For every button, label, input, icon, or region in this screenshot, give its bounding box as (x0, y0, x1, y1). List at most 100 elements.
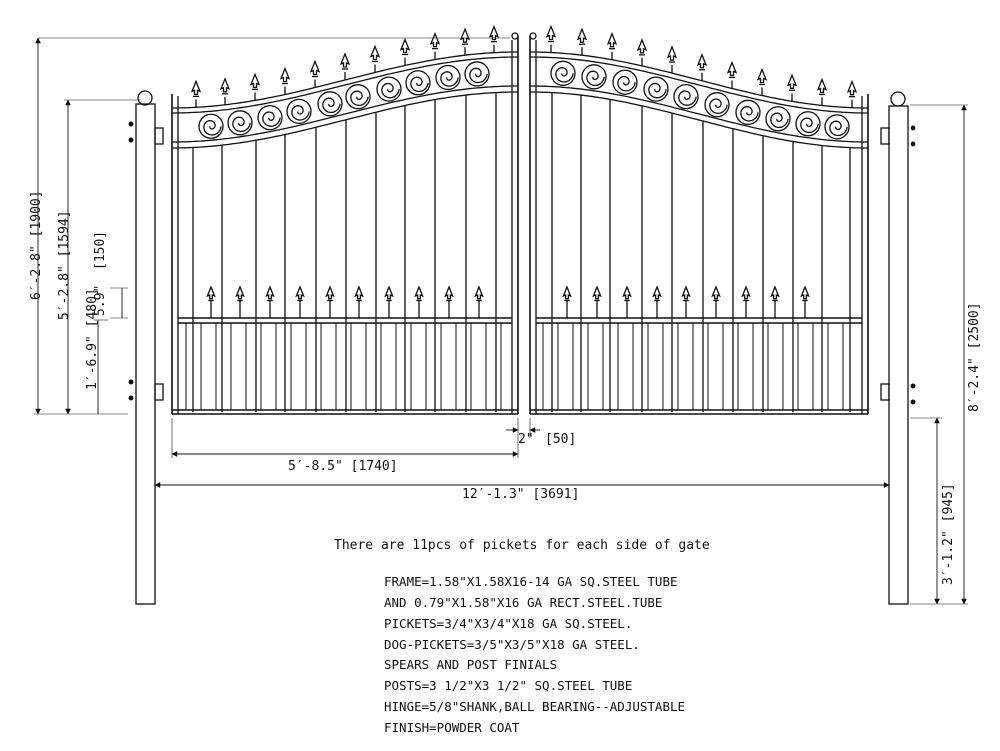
hinge-bolt (910, 399, 916, 405)
right-arch-rail (530, 51, 868, 109)
spec-line: DOG-PICKETS=3/5"X3/5"X18 GA STEEL. (384, 637, 640, 652)
dim-arrowhead (961, 104, 967, 111)
top-spear (488, 24, 500, 41)
dog-picket-spear (444, 285, 454, 300)
dog-picket-spear (741, 285, 751, 300)
hinge-bracket (880, 383, 890, 401)
top-spear (279, 66, 291, 83)
dim-arrowhead (65, 99, 71, 106)
dog-picket-spear (474, 285, 484, 300)
scroll-ring (345, 84, 371, 110)
dog-picket-spear (235, 285, 245, 300)
spec-line: AND 0.79"X1.58"X16 GA RECT.STEEL.TUBE (384, 595, 662, 610)
hinge-bolt (910, 141, 916, 147)
scroll-ring (612, 69, 638, 95)
dim-arrowhead (512, 451, 519, 457)
scroll-ring (376, 76, 402, 102)
dog-picket-spear (652, 285, 662, 300)
dim-overall-width: 12′-1.3" [3691] (462, 487, 579, 502)
scroll-ring (643, 76, 669, 102)
top-spear (399, 37, 411, 54)
dim-arrowhead (35, 408, 41, 415)
scroll-ring (581, 64, 607, 90)
hinge-bolt (128, 395, 134, 401)
spec-line: HINGE=5/8"SHANK,BALL BEARING--ADJUSTABLE (384, 699, 685, 714)
scroll-spiral (800, 117, 819, 134)
scroll-spiral (350, 90, 369, 107)
scroll-spiral (232, 116, 251, 133)
dim-overall-height: 6′-2.8" [1900] (29, 190, 44, 300)
scroll-spiral (262, 111, 281, 127)
dog-picket-spear (354, 285, 364, 300)
scroll-spiral (410, 76, 429, 93)
top-spear (726, 60, 738, 77)
dim-arrowhead (934, 417, 940, 424)
dim-gap-mm: [50] (545, 432, 576, 447)
scroll-spiral (203, 119, 222, 136)
right-arch-rail (530, 91, 868, 149)
scroll-ring (795, 111, 821, 137)
spec-line: SPEARS AND POST FINIALS (384, 657, 557, 672)
left-post-finial (137, 90, 153, 106)
dim-arrowhead (65, 408, 71, 415)
dog-picket-spear (384, 285, 394, 300)
left-arch-rail (172, 85, 518, 143)
scroll-ring (435, 64, 461, 91)
top-spear (429, 31, 441, 48)
scroll-spiral (381, 82, 400, 99)
picket-count-note: There are 11pcs of pickets for each side… (334, 538, 710, 553)
scroll-ring (704, 92, 730, 118)
top-spear (369, 44, 381, 61)
dim-leaf-width: 5′-8.5" [1740] (288, 459, 398, 474)
gate-artwork (34, 24, 968, 605)
spec-line: POSTS=3 1/2"X3 1/2" SQ.STEEL TUBE (384, 678, 632, 693)
top-spear (846, 79, 858, 96)
dog-picket-spear (295, 285, 305, 300)
scroll-ring (286, 98, 312, 125)
scroll-ring (464, 61, 490, 87)
dim-arrowhead (883, 482, 890, 488)
dog-picket-spear (681, 285, 691, 300)
scroll-spiral (770, 112, 789, 129)
top-spear (459, 27, 471, 43)
left-arch-rail (172, 51, 518, 109)
top-spear (606, 31, 618, 48)
left-post (135, 103, 156, 605)
scroll-spiral (740, 106, 759, 122)
dim-arrowhead (154, 482, 161, 488)
dim-gap: 2" (518, 432, 534, 447)
dim-arrowhead (934, 598, 940, 605)
dog-picket-spear (206, 285, 216, 300)
top-spear (696, 53, 708, 69)
scroll-spiral (617, 75, 636, 92)
top-spear (545, 24, 557, 41)
dog-picket-spear (414, 285, 424, 300)
dim-frame-height: 5′-2.8" [1594] (57, 210, 72, 320)
dim-arrowhead (171, 451, 178, 457)
top-spear (576, 27, 588, 43)
hinge-bolt (128, 379, 134, 385)
spec-line: FRAME=1.58"X1.58X16-14 GA SQ.STEEL TUBE (384, 574, 678, 589)
latch-cap (511, 32, 519, 40)
dim-top-rail-band: [150] (93, 231, 108, 270)
dim-post-height: 8′-2.4" [2500] (967, 302, 982, 412)
top-spear (666, 45, 678, 61)
top-spear (756, 67, 768, 84)
dog-picket-spear (800, 285, 810, 300)
dim-dog-picket-zone: 5.9" (93, 285, 108, 316)
top-spear (219, 77, 231, 93)
scroll-spiral (291, 105, 310, 121)
right-arch-rail (530, 56, 868, 114)
dog-picket-spear (265, 285, 275, 300)
scroll-ring (227, 110, 253, 136)
scroll-ring (198, 113, 224, 139)
right-arch-rail (530, 85, 868, 143)
dim-post-embed: 3′-1.2" [945] (941, 483, 956, 585)
dog-picket-spear (562, 285, 572, 300)
top-spear (339, 52, 351, 68)
top-spear (786, 73, 798, 89)
hinge-bolt (910, 383, 916, 389)
dog-picket-spear (592, 285, 602, 300)
scroll-ring (257, 104, 283, 131)
